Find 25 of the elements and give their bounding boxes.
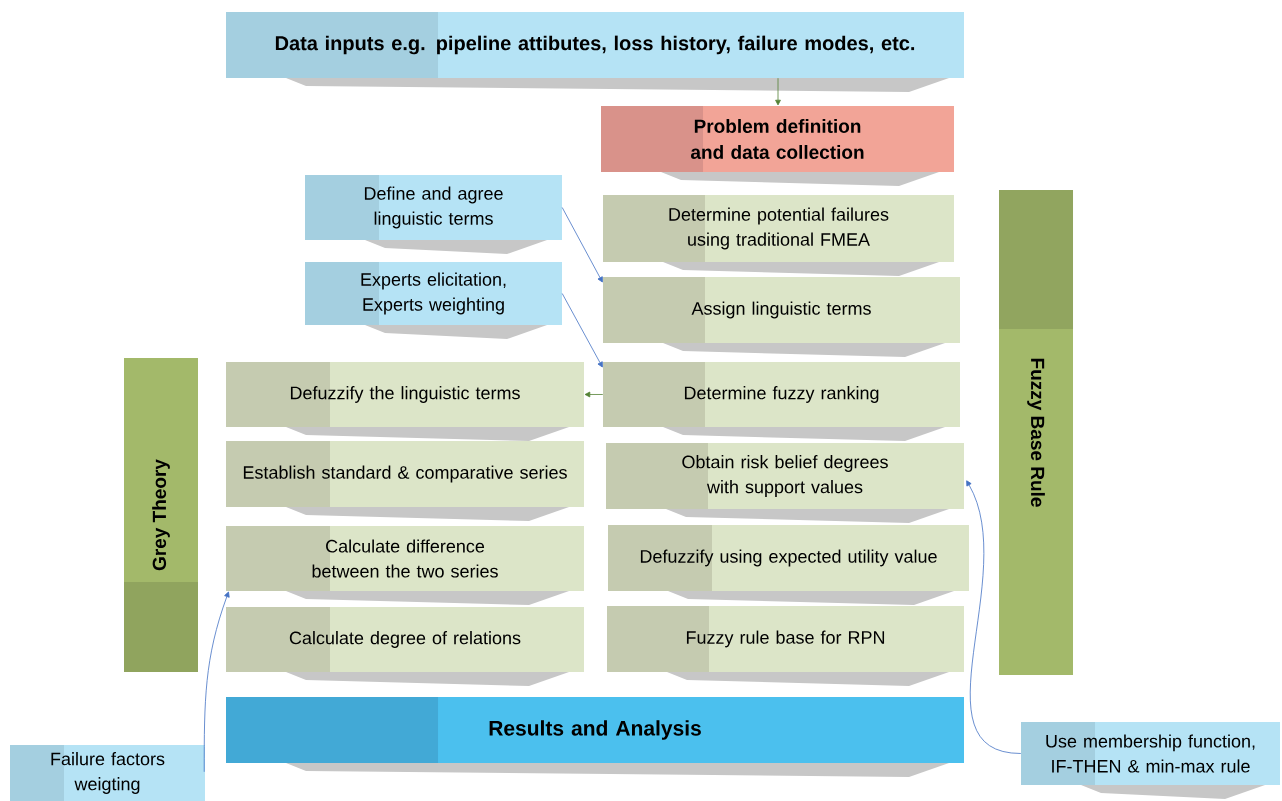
process-box: Determine potential failures using traditional FMEA [603,195,954,262]
process-box: Establish standard & comparative series [226,441,584,507]
vertical-band: Grey Theory [124,358,198,672]
note-box: Experts elicitation, Experts weighting [305,262,562,325]
arrow [561,293,603,368]
process-box: Calculate difference between the two series [226,526,584,591]
arrow [966,480,1022,754]
process-box: Assign linguistic terms [603,277,960,343]
result-box: Results and Analysis [226,697,964,763]
process-box: Defuzzify using expected utility value [608,525,969,591]
process-box: Fuzzy rule base for RPN [607,606,964,672]
note-box: Data inputs e.g. pipeline attibutes, loss history, failure modes, etc. [226,12,964,78]
note-box: Use membership function, IF-THEN & min-max rule [1021,722,1280,785]
arrow [203,591,230,773]
note-box: Define and agree linguistic terms [305,175,562,240]
process-box: Defuzzify the linguistic terms [226,362,584,427]
vertical-band: Fuzzy Base Rule [999,190,1073,675]
process-box: Determine fuzzy ranking [603,362,960,427]
process-box: Calculate degree of relations [226,607,584,672]
process-box: Obtain risk belief degrees with support values [606,443,964,509]
note-box: Failure factors weigting [10,745,205,801]
header-box: Problem definition and data collection [601,106,954,172]
arrow [561,207,603,283]
arrow [775,77,781,106]
arrow [584,391,604,398]
